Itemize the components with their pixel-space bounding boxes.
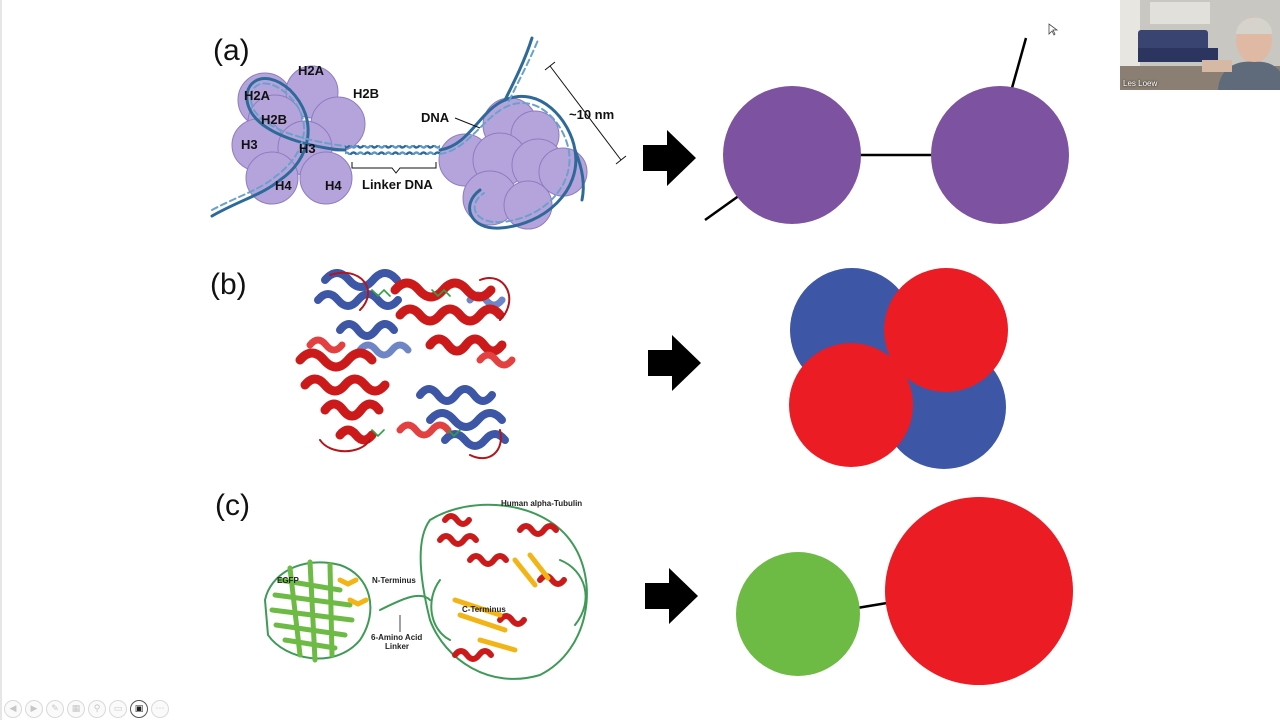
histone-label: H3 xyxy=(299,141,316,156)
nucleosome-illustration: H2A H2A H2B H2B H3 H3 H4 H4 DNA Linker D… xyxy=(210,36,627,230)
aa-linker-label-2: Linker xyxy=(385,642,409,651)
more-icon[interactable]: ⋯ xyxy=(151,700,169,718)
hemoglobin-ribbon xyxy=(295,269,516,460)
dna-label: DNA xyxy=(421,110,450,125)
tubulin-title: Human alpha-Tubulin xyxy=(501,499,582,508)
linker-bracket xyxy=(351,162,437,174)
egfp-tubulin-ribbon xyxy=(263,503,588,680)
slides-icon[interactable]: ▦ xyxy=(67,700,85,718)
red-subunit-sphere xyxy=(789,343,913,467)
dna-tail-line xyxy=(1010,37,1028,89)
panel-c-label: (c) xyxy=(215,489,250,522)
fusion-model xyxy=(736,497,1073,685)
c-terminus-label: C-Terminus xyxy=(462,605,506,614)
arrow-c xyxy=(645,568,698,624)
tetramer-model xyxy=(789,268,1008,469)
histone-label: H4 xyxy=(325,178,342,193)
presentation-toolbar: ◀ ▶ ✎ ▦ ⚲ ▭ ▣ ⋯ xyxy=(4,699,169,719)
panel-a-label: (a) xyxy=(213,34,250,67)
aa-linker-label-1: 6-Amino Acid xyxy=(371,633,422,642)
n-terminus-label: N-Terminus xyxy=(372,576,416,585)
histone-label: H4 xyxy=(275,178,292,193)
camera-icon[interactable]: ▣ xyxy=(130,700,148,718)
panel-a: (a) xyxy=(210,34,1069,230)
dna-tail-line xyxy=(704,193,741,222)
tubulin-sphere xyxy=(885,497,1073,685)
slide-edge xyxy=(0,0,2,720)
histone-octamer-right xyxy=(438,97,588,230)
arrow-b xyxy=(648,335,701,391)
fusion-linker-line xyxy=(856,601,888,610)
pen-icon[interactable]: ✎ xyxy=(46,700,64,718)
subtitle-icon[interactable]: ▭ xyxy=(109,700,127,718)
arrow-a xyxy=(643,130,696,186)
panel-b: (b) xyxy=(210,268,1008,469)
scale-label: ~10 nm xyxy=(569,107,614,122)
egfp-label: EGFP xyxy=(277,576,299,585)
panel-c: (c) Human alpha-Tubulin EGFP N-Terminus … xyxy=(215,489,1073,685)
dna-leader-line xyxy=(454,117,481,129)
histone-label: H2A xyxy=(298,63,325,78)
egfp-sphere xyxy=(736,552,860,676)
histone-label: H2B xyxy=(353,86,379,101)
panel-b-label: (b) xyxy=(210,268,247,301)
next-icon[interactable]: ▶ xyxy=(25,700,43,718)
linker-dna-label: Linker DNA xyxy=(362,177,433,192)
nucleosome-model xyxy=(704,37,1069,224)
prev-icon[interactable]: ◀ xyxy=(4,700,22,718)
red-subunit-sphere xyxy=(884,268,1008,392)
mouse-cursor-icon xyxy=(1048,23,1059,36)
histone-label: H3 xyxy=(241,137,258,152)
histone-label: H2A xyxy=(244,88,271,103)
webcam-scene xyxy=(1120,0,1280,90)
histone-label: H2B xyxy=(261,112,287,127)
webcam-video[interactable]: Les Loew xyxy=(1120,0,1280,90)
zoom-icon[interactable]: ⚲ xyxy=(88,700,106,718)
nucleosome-sphere xyxy=(931,86,1069,224)
nucleosome-sphere xyxy=(723,86,861,224)
histone-octamer-left xyxy=(231,65,366,205)
dna-strands xyxy=(210,36,585,230)
scale-line xyxy=(549,65,622,161)
participant-name: Les Loew xyxy=(1123,79,1158,88)
